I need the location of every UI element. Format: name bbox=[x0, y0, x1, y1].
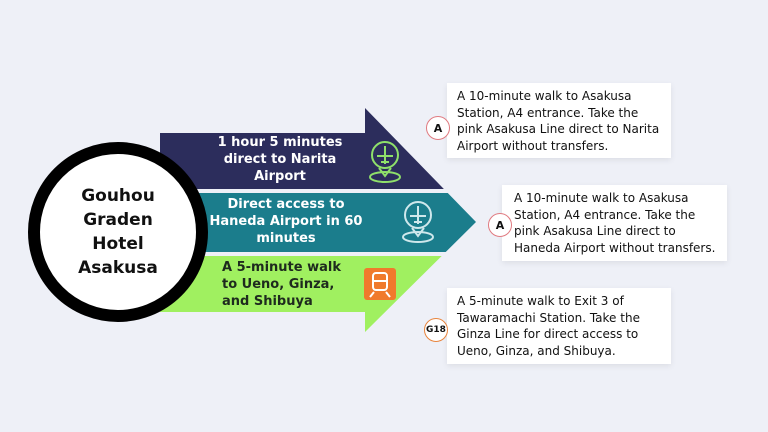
train-icon bbox=[364, 268, 396, 300]
route-label-ueno: A 5-minute walk to Ueno, Ginza, and Shib… bbox=[222, 260, 341, 309]
detail-card-narita: A 10-minute walk to Asakusa Station, A4 … bbox=[447, 83, 671, 158]
detail-card-haneda: A 10-minute walk to Asakusa Station, A4 … bbox=[502, 185, 727, 261]
arrow-band-haneda bbox=[160, 193, 476, 252]
hotel-circle: Gouhou Graden Hotel Asakusa bbox=[28, 142, 208, 322]
station-badge-a: A bbox=[488, 213, 512, 237]
detail-text: A 10-minute walk to Asakusa Station, A4 … bbox=[457, 89, 660, 153]
station-badge-a: A bbox=[426, 116, 450, 140]
route-label-narita: 1 hour 5 minutes direct to Narita Airpor… bbox=[217, 135, 343, 184]
detail-text: A 5-minute walk to Exit 3 of Tawaramachi… bbox=[457, 294, 640, 358]
airport-pin-icon bbox=[402, 201, 434, 243]
detail-card-ueno: A 5-minute walk to Exit 3 of Tawaramachi… bbox=[447, 288, 671, 364]
detail-text: A 10-minute walk to Asakusa Station, A4 … bbox=[514, 191, 716, 255]
hotel-name: Gouhou Graden Hotel Asakusa bbox=[78, 186, 158, 278]
route-label-haneda: Direct access to Haneda Airport in 60 mi… bbox=[209, 197, 363, 246]
arrow-band-narita bbox=[160, 108, 444, 189]
station-badge-g18: G18 bbox=[424, 318, 448, 342]
airport-pin-icon bbox=[369, 141, 401, 183]
